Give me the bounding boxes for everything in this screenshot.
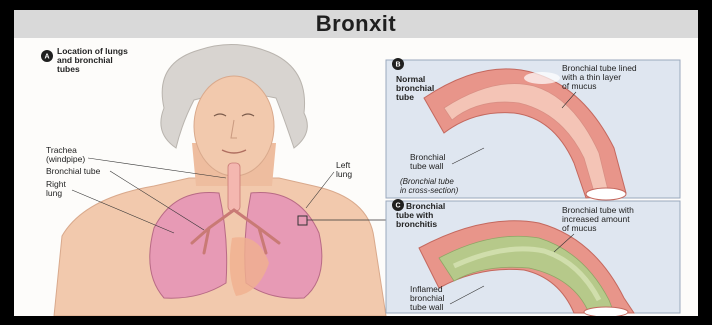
label-cross-section-2: in cross-section) (400, 186, 459, 195)
page-title: Bronxit (316, 11, 397, 37)
bronchitis-tube-opening (584, 307, 628, 316)
badge-b-letter: B (395, 62, 400, 69)
label-mucus-3: of mucus (562, 223, 597, 233)
badge-c-letter: C (395, 203, 400, 210)
trachea (228, 163, 240, 211)
label-bronchial-tube: Bronchial tube (46, 166, 101, 176)
normal-tube-opening (586, 188, 626, 200)
figure-container: Bronxit (14, 10, 698, 316)
panel-a-heading-3: tubes (57, 64, 80, 74)
face (194, 76, 274, 176)
label-windpipe: (windpipe) (46, 154, 85, 164)
label-lined-3: of mucus (562, 81, 597, 91)
illustration-canvas: A Location of lungs and bronchial tubes … (14, 38, 698, 316)
label-cross-section-1: (Bronchial tube (400, 177, 454, 186)
label-left-lung-2: lung (336, 169, 352, 179)
title-bar: Bronxit (14, 10, 698, 38)
panel-c-heading-3: bronchitis (396, 219, 437, 229)
normal-tube-highlight (524, 72, 560, 84)
label-wall-b-2: tube wall (410, 161, 444, 171)
badge-a-letter: A (44, 54, 49, 61)
body-illustration (54, 44, 386, 316)
label-inflamed-3: tube wall (410, 302, 444, 312)
panel-b-heading-3: tube (396, 92, 414, 102)
bronchitis-illustration: A Location of lungs and bronchial tubes … (14, 38, 698, 316)
label-right-lung-2: lung (46, 188, 62, 198)
